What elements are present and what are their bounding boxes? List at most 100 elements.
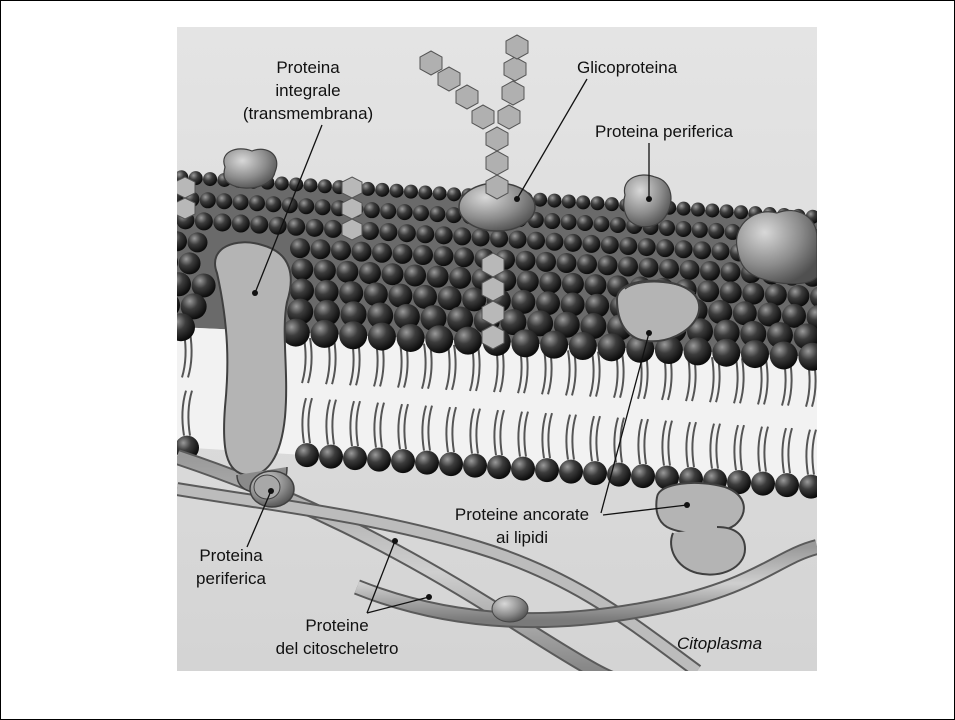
phospholipid-head [656, 239, 674, 257]
phospholipid-head [557, 253, 577, 273]
phospholipid-head [545, 233, 563, 251]
phospholipid-head [509, 231, 527, 249]
phospholipid-head [677, 202, 691, 216]
phospholipid-head [734, 205, 748, 219]
phospholipid-head [720, 281, 742, 303]
phospholipid-head [359, 262, 381, 284]
phospholipid-head [487, 455, 511, 479]
phospholipid-head [232, 215, 250, 233]
phospholipid-head [372, 243, 392, 263]
phospholipid-head [540, 331, 568, 359]
phospholipid-head [188, 232, 208, 252]
phospholipid-head [429, 206, 445, 222]
phospholipid-head [601, 236, 619, 254]
phospholipid-head [720, 204, 734, 218]
svg-text:periferica: periferica [196, 569, 266, 588]
phospholipid-head [311, 320, 339, 348]
phospholipid-head [472, 228, 490, 246]
phospholipid-head [318, 179, 332, 193]
phospholipid-head [659, 220, 675, 236]
phospholipid-head [275, 177, 289, 191]
svg-text:Proteina: Proteina [276, 58, 340, 77]
phospholipid-head [393, 244, 413, 264]
phospholipid-head [721, 262, 741, 282]
phospholipid-head [439, 452, 463, 476]
phospholipid-head [741, 340, 769, 368]
phospholipid-head [610, 217, 626, 233]
phospholipid-head [361, 222, 379, 240]
svg-text:Glicoproteina: Glicoproteina [577, 58, 678, 77]
phospholipid-head [562, 273, 584, 295]
phospholipid-head [559, 460, 583, 484]
phospholipid-head [413, 205, 429, 221]
phospholipid-head [544, 213, 560, 229]
phospholipid-head [712, 339, 740, 367]
phospholipid-head [569, 332, 597, 360]
phospholipid-head [697, 280, 719, 302]
phospholipid-head [391, 449, 415, 473]
phospholipid-head [306, 219, 324, 237]
phospholipid-head [282, 319, 310, 347]
phospholipid-head [705, 203, 719, 217]
phospholipid-head [490, 230, 508, 248]
phospholipid-head [291, 258, 313, 280]
svg-text:(transmembrana): (transmembrana) [243, 104, 373, 123]
phospholipid-head [298, 198, 314, 214]
svg-text:ai lipidi: ai lipidi [496, 528, 548, 547]
phospholipid-head [315, 199, 331, 215]
phospholipid-head [453, 227, 471, 245]
phospholipid-head [233, 194, 249, 210]
phospholipid-head [583, 461, 607, 485]
phospholipid-head [304, 178, 318, 192]
phospholipid-head [463, 454, 487, 478]
phospholipid-head [691, 203, 705, 217]
svg-text:Proteina: Proteina [199, 546, 263, 565]
phospholipid-head [425, 325, 453, 353]
svg-text:Proteina periferica: Proteina periferica [595, 122, 734, 141]
phospholipid-head [382, 263, 404, 285]
phospholipid-head [324, 220, 342, 238]
phospholipid-head [249, 195, 265, 211]
phospholipid-head [511, 329, 539, 357]
phospholipid-head [680, 260, 700, 280]
phospholipid-head [584, 274, 606, 296]
phospholipid-head [517, 271, 539, 293]
phospholipid-head [404, 185, 418, 199]
phospholipid-head [693, 241, 711, 259]
phospholipid-head [765, 284, 787, 306]
phospholipid-head [398, 224, 416, 242]
phospholipid-head [577, 215, 593, 231]
phospholipid-head [433, 186, 447, 200]
phospholipid-head [368, 323, 396, 351]
phospholipid-head [397, 324, 425, 352]
phospholipid-head [605, 197, 619, 211]
phospholipid-head [564, 234, 582, 252]
phospholipid-head [364, 282, 388, 306]
phospholipid-head [618, 256, 638, 276]
phospholipid-head [295, 443, 319, 467]
phospholipid-head [576, 195, 590, 209]
phospholipid-head [561, 214, 577, 230]
phospholipid-head [684, 337, 712, 365]
phospholipid-head [314, 260, 336, 282]
phospholipid-head [216, 193, 232, 209]
phospholipid-head [290, 238, 310, 258]
phospholipid-head [582, 235, 600, 253]
phospholipid-head [638, 238, 656, 256]
phospholipid-head [692, 222, 708, 238]
phospholipid-head [404, 264, 426, 286]
phospholipid-head [434, 246, 454, 266]
phospholipid-head [364, 202, 380, 218]
phospholipid-head [539, 272, 561, 294]
phospholipid-head [200, 192, 216, 208]
phospholipid-head [675, 240, 693, 258]
peripheral-protein-top-left [224, 149, 277, 188]
phospholipid-head [287, 218, 305, 236]
phospholipid-head [591, 196, 605, 210]
phospholipid-head [449, 267, 471, 289]
phospholipid-head [339, 321, 367, 349]
phospholipid-head [547, 194, 561, 208]
phospholipid-head [516, 251, 536, 271]
phospholipid-head [631, 464, 655, 488]
phospholipid-head [598, 255, 618, 275]
